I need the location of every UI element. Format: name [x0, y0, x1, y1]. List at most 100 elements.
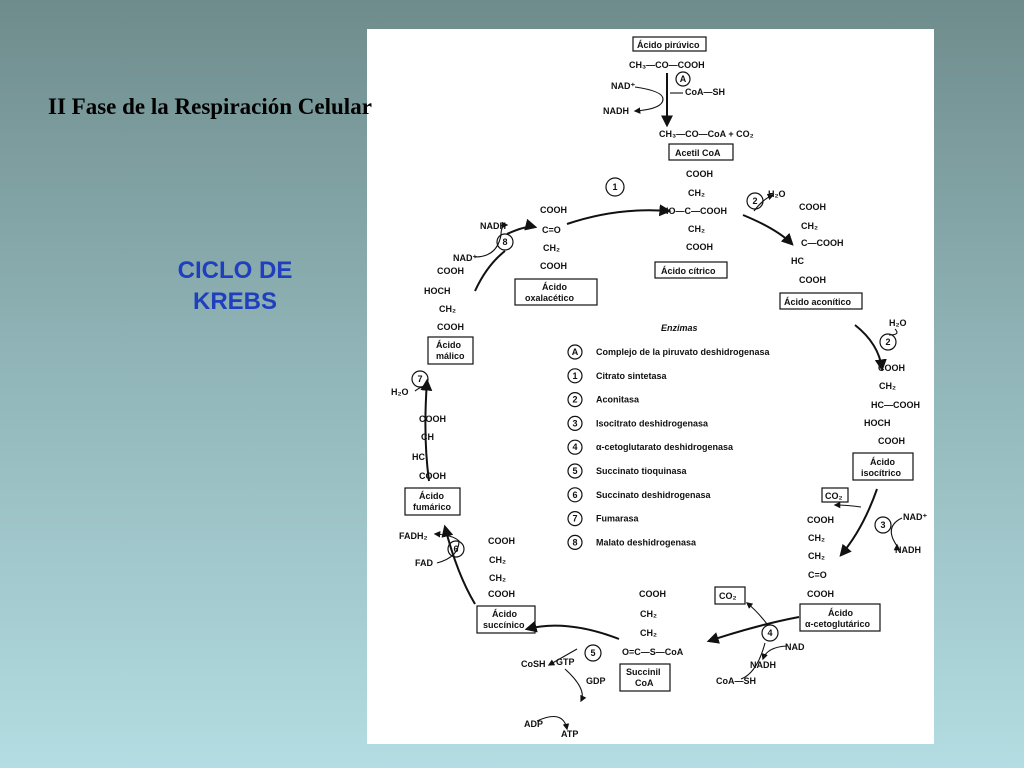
succinic-adp: ADP [524, 719, 543, 729]
arrow-nad-nadh-4 [761, 645, 788, 661]
ketoglutaric-name2: α-cetoglutárico [805, 619, 871, 629]
arrow-fad-fadh2 [433, 530, 460, 564]
fumaric-group: 6 FADH₂ FAD COOH CH HC COOH Ácido fumári… [399, 414, 465, 568]
succinylcoa-s1: COOH [639, 589, 666, 599]
aconitic-h2o: H₂O [768, 189, 786, 199]
arrow-h2o-in-7 [414, 386, 424, 392]
step-3-label: 3 [880, 520, 885, 530]
fumaric-box [404, 487, 461, 516]
enzyme-name-1: Citrato sintetasa [596, 371, 668, 381]
ketoglutaric-co2: CO₂ [825, 491, 843, 501]
aconitic-s2: CH₂ [801, 221, 818, 231]
arrow-fumaric-to-malic [420, 378, 433, 482]
arrow-coa-in-4 [740, 642, 766, 680]
ketoglutaric-s1: COOH [807, 515, 834, 525]
enzyme-key-a [567, 344, 583, 360]
oxaloacetic-nad: NAD⁺ [453, 253, 477, 263]
pyruvate-name: Ácido pirúvico [637, 40, 700, 50]
malic-s1: COOH [437, 266, 464, 276]
malic-box [427, 336, 474, 365]
succinylcoa-box [619, 663, 671, 692]
succinylcoa-co2: CO₂ [719, 591, 737, 601]
succinylcoa-s2: CH₂ [640, 609, 657, 619]
pyruvate-nadh: NADH [603, 106, 629, 116]
arrow-aconitic-to-isocitric [854, 324, 887, 372]
aconitic-name: Ácido aconítico [784, 297, 852, 307]
arrow-isocitric-to-keto [839, 488, 878, 557]
step-5-label: 5 [590, 648, 595, 658]
malic-s2: HOCH [424, 286, 451, 296]
enzyme-key-label-2: 2 [572, 395, 577, 405]
enzyme-key-label-6: 6 [572, 490, 577, 500]
enzyme-name-2: Aconitasa [596, 395, 640, 405]
arrow-h2o-out [753, 193, 775, 212]
citric-s5: COOH [686, 242, 713, 252]
enzyme-key-label-3: 3 [572, 418, 577, 428]
cycle-label-line2: KREBS [192, 288, 277, 315]
fumaric-fadh2: FADH₂ [399, 531, 428, 541]
citric-s4: CH₂ [688, 224, 705, 234]
cycle-arrows [414, 193, 903, 731]
ketoglutaric-nad: NAD⁺ [903, 512, 927, 522]
fumaric-fad: FAD [415, 558, 434, 568]
arrow-oxalo-to-citric [566, 204, 672, 225]
arrow-succinylcoa-to-succinic [524, 620, 620, 640]
ketoglutaric-s3: CH₂ [808, 551, 825, 561]
citric-box [654, 261, 728, 279]
succinylcoa-s4: O=C—S—CoA [622, 647, 684, 657]
isocitric-group: H₂O 2 COOH CH₂ HC—COOH HOCH COOH Ácido i… [852, 318, 920, 481]
enzyme-key-label-a: A [572, 347, 579, 357]
succinic-s1: COOH [488, 536, 515, 546]
malic-name1: Ácido [436, 340, 462, 350]
enzyme-name-7: Fumarasa [596, 514, 640, 524]
enzyme-key-2 [567, 392, 583, 408]
arrow-succinic-to-fumaric [441, 524, 476, 605]
arrow-h2o-in [888, 328, 898, 336]
succinic-gtp: GTP [556, 657, 575, 667]
krebs-cycle-figure: Ácido pirúvico CH₃—CO—COOH A NAD⁺ CoA—SH… [367, 29, 934, 744]
acetyl-formula: CH₃—CO—CoA + CO₂ [659, 129, 754, 139]
succinic-coash: CoSH [521, 659, 546, 669]
aconitic-s5: COOH [799, 275, 826, 285]
enzyme-key-1 [567, 368, 583, 384]
fumaric-name1: Ácido [419, 491, 445, 501]
succinylcoa-nadh: NADH [750, 660, 776, 670]
ketoglutaric-s4: C=O [808, 570, 827, 580]
pyruvate-nad: NAD⁺ [611, 81, 635, 91]
step-4-label: 4 [767, 628, 772, 638]
oxaloacetic-name1: Ácido [542, 282, 568, 292]
pyruvate-group: Ácido pirúvico CH₃—CO—COOH A NAD⁺ CoA—SH… [603, 36, 725, 128]
acetyl-group: CH₃—CO—CoA + CO₂ Acetil CoA [659, 129, 754, 161]
fumaric-s4: COOH [419, 471, 446, 481]
succinic-s2: CH₂ [489, 555, 506, 565]
enzyme-key-5 [567, 463, 583, 479]
enzyme-name-3: Isocitrato deshidrogenasa [596, 418, 709, 428]
step-6-label: 6 [453, 544, 458, 554]
arrow-gtp-gdp [564, 668, 587, 703]
succinic-group: 5 CoSH GTP GDP ADP ATP COOH CH₂ CH₂ COOH… [476, 536, 606, 739]
oxaloacetic-s2: C=O [542, 225, 561, 235]
pyruvate-coa: CoA—SH [685, 87, 725, 97]
enzyme-key-4 [567, 439, 583, 455]
enzyme-key-label-1: 1 [572, 371, 577, 381]
krebs-cycle-diagram: Ácido pirúvico CH₃—CO—COOH A NAD⁺ CoA—SH… [391, 36, 927, 739]
cycle-label-line1: CICLO DE [177, 257, 293, 284]
enzyme-rows: A Complejo de la piruvato deshidrogenasa 1… [567, 344, 771, 551]
ketoglutaric-name1: Ácido [828, 608, 854, 618]
pyruvate-nad-arrow [633, 86, 664, 114]
acetyl-box [668, 143, 734, 161]
step-2a-label: 2 [752, 196, 757, 206]
enzyme-name-5: Succinato tioquinasa [596, 466, 688, 476]
enzyme-name-a: Complejo de la piruvato deshidrogenasa [596, 347, 771, 357]
enzyme-key-8 [567, 534, 583, 551]
step-A-marker [675, 71, 691, 87]
oxaloacetic-name2: oxalacético [525, 293, 575, 303]
ketoglutaric-nadh: NADH [895, 545, 921, 555]
malic-name2: málico [436, 351, 465, 361]
enzyme-key-label-5: 5 [572, 466, 577, 476]
arrow-co2-out-3 [833, 501, 862, 509]
isocitric-s2: CH₂ [879, 381, 896, 391]
succinylcoa-nad: NAD [785, 642, 805, 652]
isocitric-s4: HOCH [864, 418, 891, 428]
